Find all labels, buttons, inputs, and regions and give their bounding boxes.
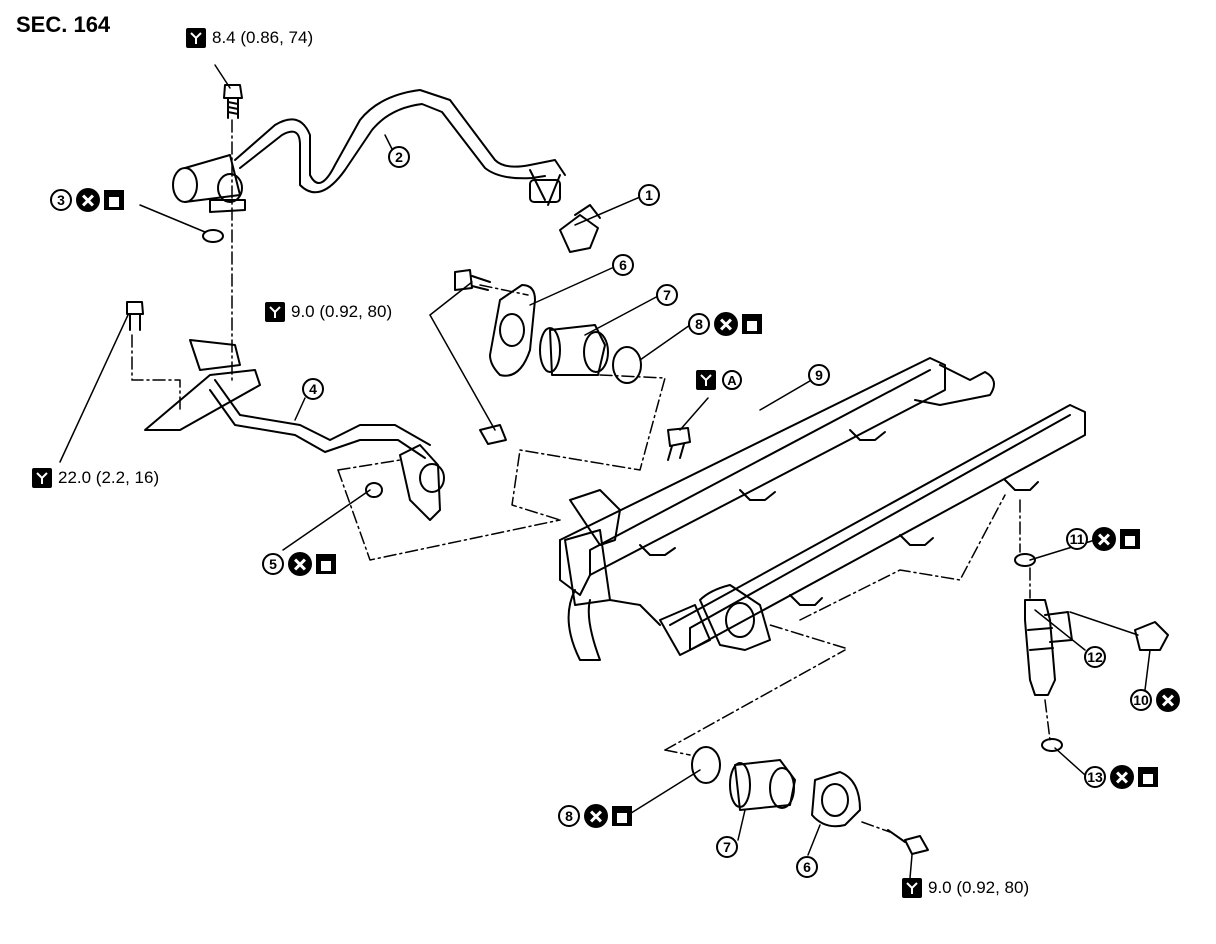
part-number: 2	[388, 146, 410, 168]
part-number: 6	[796, 856, 818, 878]
part-label-12: 12	[1084, 646, 1106, 668]
apply-oil-icon	[316, 554, 336, 574]
clip-10	[1134, 621, 1169, 651]
o-ring-11	[1014, 553, 1036, 567]
torque-callout-2: 9.0 (0.92, 80)	[265, 302, 392, 322]
torque-value: 9.0 (0.92, 80)	[291, 302, 393, 321]
torque-value: 8.4 (0.86, 74)	[212, 28, 314, 47]
part-label-10: 10	[1130, 688, 1180, 712]
part-number: 12	[1084, 646, 1106, 668]
o-ring-8-lower	[691, 746, 721, 784]
connector-1	[559, 204, 601, 253]
part-label-1: 1	[638, 184, 660, 206]
part-label-7-upper: 7	[656, 284, 678, 306]
bolt-6-upper	[454, 269, 491, 291]
part-number: 11	[1066, 528, 1088, 550]
torque-callout-3: 22.0 (2.2, 16)	[32, 468, 159, 488]
part-number: 13	[1084, 766, 1106, 788]
fuel-tube-2	[234, 89, 566, 206]
torque-value: 9.0 (0.92, 80)	[928, 878, 1030, 897]
bolt-6-lower	[887, 829, 929, 855]
apply-oil-icon	[1120, 529, 1140, 549]
part-label-8-upper: 8	[688, 312, 762, 336]
torque-wrench-icon	[186, 28, 206, 48]
part-label-11: 11	[1066, 527, 1140, 551]
part-number: 1	[638, 184, 660, 206]
torque-callout-4: 9.0 (0.92, 80)	[902, 878, 1029, 898]
do-not-reuse-icon	[288, 552, 312, 576]
assembly-lines	[131, 119, 1051, 833]
fuel-tube-4	[144, 339, 431, 459]
part-label-4: 4	[302, 378, 324, 400]
damper-7-upper	[539, 324, 609, 376]
do-not-reuse-icon	[1092, 527, 1116, 551]
fuel-damper-upper	[172, 154, 246, 243]
part-number: 7	[716, 836, 738, 858]
torque-value: 22.0 (2.2, 16)	[58, 468, 160, 487]
do-not-reuse-icon	[1156, 688, 1180, 712]
o-ring-13	[1041, 738, 1063, 752]
part-label-13: 13	[1084, 765, 1158, 789]
bolt-left	[126, 301, 144, 331]
part-label-9: 9	[808, 364, 830, 386]
part-number: 8	[688, 313, 710, 335]
part-number: 3	[50, 189, 72, 211]
apply-oil-icon	[1138, 767, 1158, 787]
damper-7-lower	[729, 759, 796, 811]
torque-wrench-icon	[696, 370, 716, 390]
bolt-upper	[223, 84, 243, 119]
bolt-A	[667, 427, 691, 461]
part-label-2: 2	[388, 146, 410, 168]
part-label-8-lower: 8	[558, 804, 632, 828]
torque-wrench-icon	[902, 878, 922, 898]
do-not-reuse-icon	[584, 804, 608, 828]
part-number: 9	[808, 364, 830, 386]
do-not-reuse-icon	[714, 312, 738, 336]
part-label-7-lower: 7	[716, 836, 738, 858]
do-not-reuse-icon	[76, 188, 100, 212]
injector-12	[1024, 599, 1073, 696]
o-ring-8-upper	[612, 346, 642, 384]
apply-oil-icon	[742, 314, 762, 334]
fuel-rail-9	[559, 357, 1086, 661]
part-number: 8	[558, 805, 580, 827]
part-label-6-upper: 6	[612, 254, 634, 276]
part-label-3: 3	[50, 188, 124, 212]
leader-lines	[59, 64, 1151, 879]
gasket-6-upper	[489, 284, 536, 377]
torque-ref-a: A	[696, 370, 742, 390]
part-number: 4	[302, 378, 324, 400]
apply-oil-icon	[104, 190, 124, 210]
apply-oil-icon	[612, 806, 632, 826]
damper-5	[365, 444, 445, 521]
part-number: 6	[612, 254, 634, 276]
part-label-6-lower: 6	[796, 856, 818, 878]
torque-callout-1: 8.4 (0.86, 74)	[186, 28, 313, 48]
torque-wrench-icon	[32, 468, 52, 488]
part-number: 7	[656, 284, 678, 306]
part-number: 5	[262, 553, 284, 575]
part-label-5: 5	[262, 552, 336, 576]
do-not-reuse-icon	[1110, 765, 1134, 789]
ref-letter: A	[722, 370, 742, 390]
part-number: 10	[1130, 689, 1152, 711]
section-title: SEC. 164	[16, 12, 111, 37]
torque-wrench-icon	[265, 302, 285, 322]
gasket-6-lower	[811, 771, 861, 828]
